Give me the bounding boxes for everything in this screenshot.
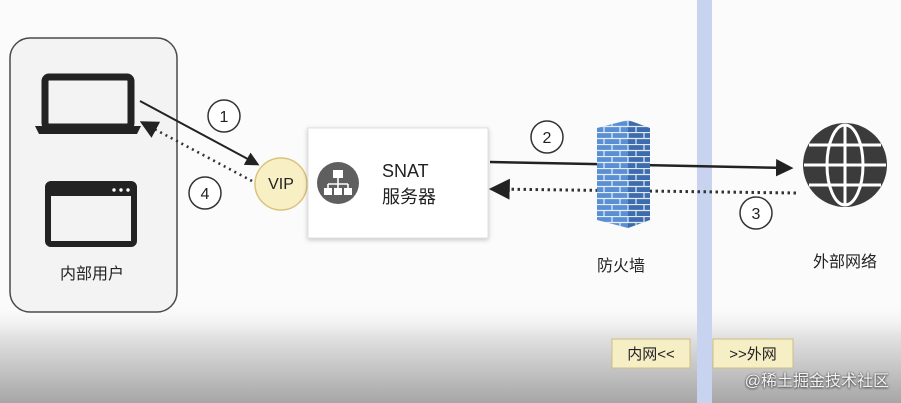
external-zone-text: >>外网 — [729, 346, 777, 363]
internal-zone-label: 内网<< — [611, 338, 691, 369]
laptop-icon — [35, 73, 141, 134]
step-marker-4: 4 — [188, 176, 222, 210]
request-arrow-to-vip — [139, 100, 260, 166]
step-marker-1: 1 — [207, 99, 241, 133]
step-number: 3 — [752, 206, 761, 223]
step-number: 4 — [201, 186, 210, 203]
sitemap-icon — [317, 162, 359, 204]
snat-server-subtitle: 服务器 — [382, 187, 436, 207]
external-zone-label: >>外网 — [712, 338, 794, 369]
watermark: @稀土掘金技术社区 — [744, 373, 889, 390]
snat-server-node: SNAT 服务器 — [307, 127, 489, 239]
internal-zone-text: 内网<< — [627, 346, 675, 363]
brick-wall-icon — [597, 120, 650, 228]
browser-window-icon — [45, 181, 137, 247]
step-marker-2: 2 — [530, 120, 564, 154]
step-marker-3: 3 — [739, 196, 773, 230]
step-number: 2 — [543, 130, 552, 147]
vip-circle — [254, 157, 308, 211]
step-number: 1 — [220, 109, 229, 126]
globe-icon — [803, 123, 887, 207]
firewall-label: 防火墙 — [597, 257, 645, 275]
network-boundary-band — [697, 0, 712, 403]
internal-users-group: 内部用户 — [9, 37, 178, 313]
snat-server-title: SNAT — [382, 161, 429, 181]
external-network-label: 外部网络 — [813, 252, 877, 271]
vip-label: VIP — [268, 176, 294, 193]
response-arrow-to-user — [139, 121, 253, 183]
vip-node: VIP — [254, 157, 308, 211]
internal-users-label: 内部用户 — [60, 265, 124, 283]
